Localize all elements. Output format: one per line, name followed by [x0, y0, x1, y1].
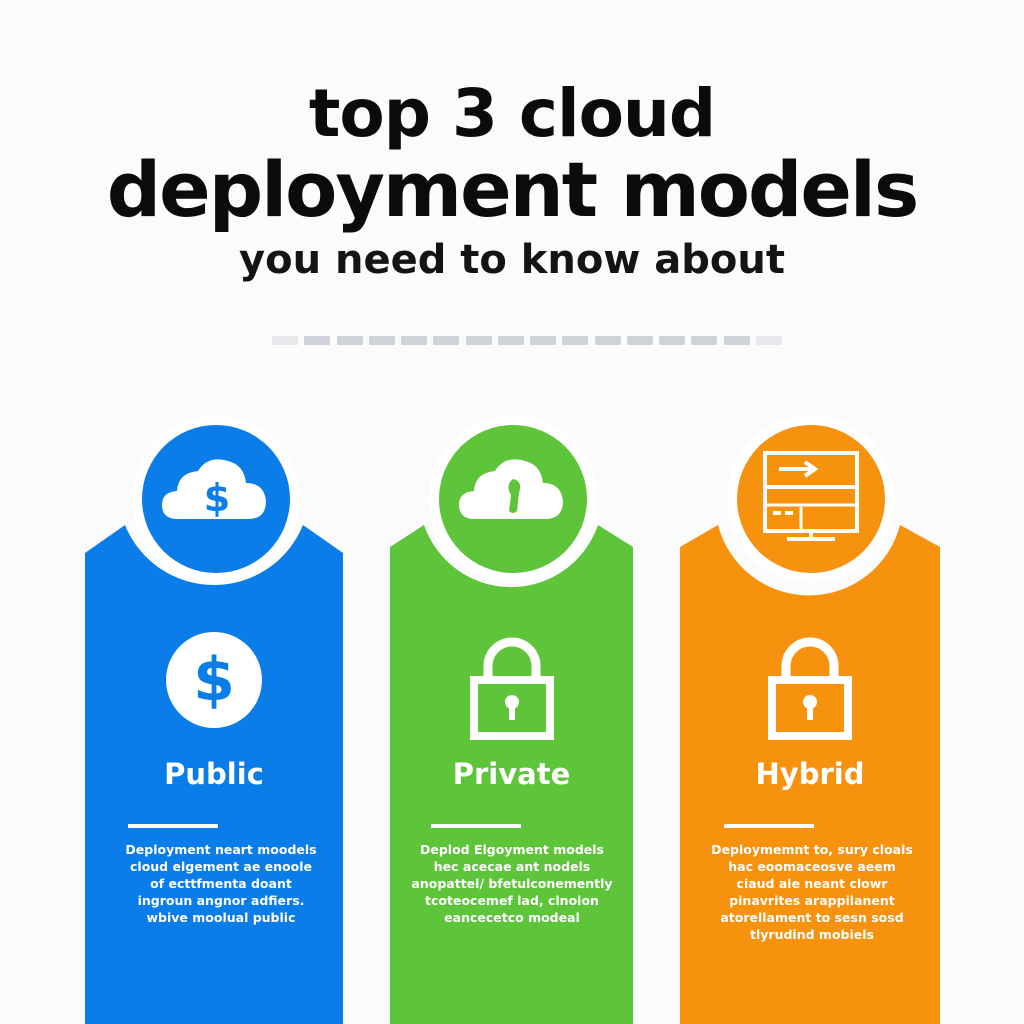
cloud-key-icon [439, 425, 587, 573]
cloud-dollar-icon: $ [142, 425, 290, 573]
subtitle: you need to know about [239, 237, 785, 283]
column-background [390, 525, 633, 1024]
title-line-2: deployment models [106, 145, 919, 234]
model-column-hybrid: Hybrid Deploymemnt to, sury cloals hac e… [680, 525, 940, 1024]
column-background [680, 525, 940, 1024]
model-column-private: Private Deplod Elgoyment models hec acec… [390, 525, 633, 1024]
badge-public: $ [132, 415, 300, 583]
title-line-1: top 3 cloud [308, 75, 716, 152]
model-title: Hybrid [755, 757, 865, 791]
padlock-icon [462, 630, 562, 744]
server-rack-icon [737, 425, 885, 573]
dashed-divider [272, 336, 782, 346]
badge-private [429, 415, 597, 583]
model-description: Deplod Elgoyment models hec acecae ant n… [411, 842, 613, 925]
badge-hybrid [727, 415, 895, 583]
model-title: Public [164, 757, 264, 791]
title-underline [128, 824, 218, 828]
title-underline [431, 824, 521, 828]
svg-text:$: $ [204, 476, 230, 520]
padlock-icon [760, 630, 860, 744]
title-underline [724, 824, 814, 828]
svg-text:$: $ [193, 645, 235, 715]
model-title: Private [452, 757, 571, 791]
dollar-circle-icon: $ [164, 630, 264, 734]
column-background [85, 525, 343, 1024]
model-description: Deployment neart moodels cloud elgement … [125, 842, 317, 925]
model-description: Deploymemnt to, sury cloals hac eoomaceo… [711, 842, 913, 942]
model-column-public: $ Public Deployment neart moodels cloud … [85, 525, 343, 1024]
